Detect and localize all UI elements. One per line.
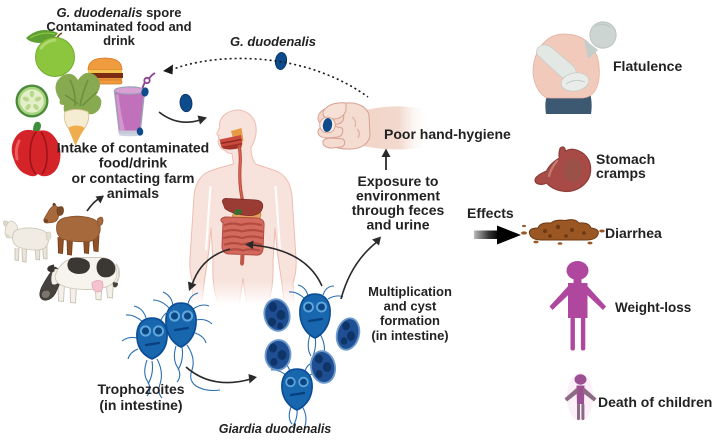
svg-text:(in intestine): (in intestine) bbox=[99, 397, 182, 413]
svg-text:Giardia duodenalis: Giardia duodenalis bbox=[219, 422, 332, 436]
svg-text:(in intestine): (in intestine) bbox=[371, 328, 448, 343]
svg-text:environment: environment bbox=[356, 188, 440, 204]
svg-text:Poor hand-hygiene: Poor hand-hygiene bbox=[384, 126, 511, 142]
svg-text:food/drink: food/drink bbox=[99, 155, 168, 171]
svg-text:Contaminated food and: Contaminated food and bbox=[46, 19, 191, 34]
svg-text:Stomach: Stomach bbox=[596, 151, 655, 167]
svg-text:and cyst: and cyst bbox=[384, 299, 437, 314]
svg-text:Flatulence: Flatulence bbox=[613, 58, 682, 74]
svg-text:and urine: and urine bbox=[366, 217, 429, 233]
svg-text:drink: drink bbox=[103, 33, 136, 48]
svg-text:Death of children: Death of children bbox=[598, 394, 712, 410]
svg-text:Weight-loss: Weight-loss bbox=[615, 300, 691, 315]
svg-text:Intake of contaminated: Intake of contaminated bbox=[57, 140, 209, 156]
svg-text:cramps: cramps bbox=[596, 165, 646, 181]
svg-text:animals: animals bbox=[107, 185, 159, 201]
svg-text:Trophozoites: Trophozoites bbox=[97, 381, 184, 397]
svg-text:Effects: Effects bbox=[467, 205, 514, 221]
svg-text:through feces: through feces bbox=[352, 202, 445, 218]
svg-text:G. duodenalis: G. duodenalis bbox=[230, 34, 316, 49]
svg-text:Diarrhea: Diarrhea bbox=[605, 225, 662, 241]
svg-text:formation: formation bbox=[380, 313, 440, 328]
svg-text:or contacting farm: or contacting farm bbox=[72, 170, 195, 186]
svg-text:Multiplication: Multiplication bbox=[368, 284, 452, 299]
svg-text:G. duodenalis spore: G. duodenalis spore bbox=[57, 5, 182, 20]
svg-text:Exposure to: Exposure to bbox=[358, 173, 439, 189]
